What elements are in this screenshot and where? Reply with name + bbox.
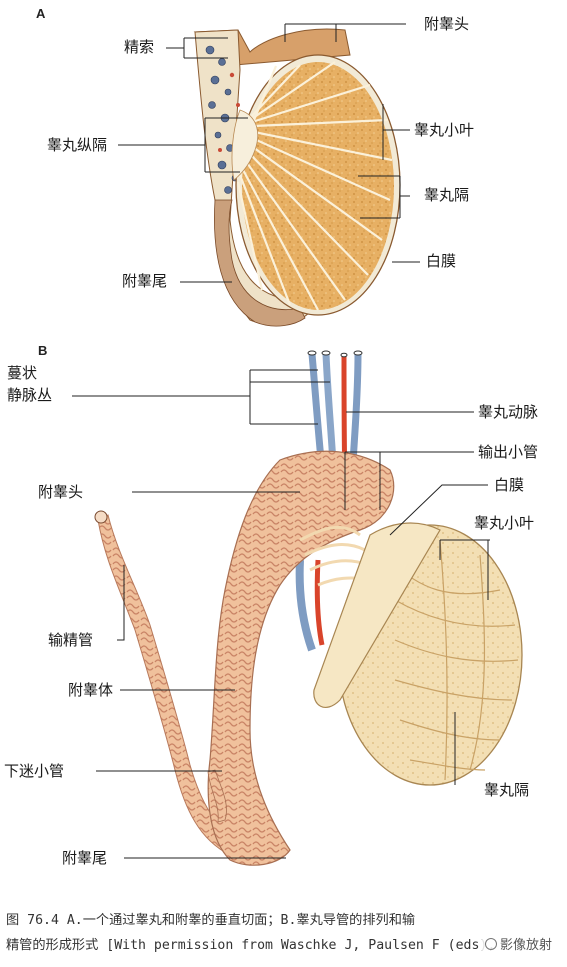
- watermark: 影像放射: [481, 934, 555, 953]
- label-epididymis-head-b: 附睾头: [38, 483, 84, 501]
- panel-a-letter: A: [36, 6, 46, 21]
- label-vas-deferens: 输精管: [48, 631, 94, 649]
- label-septa-b: 睾丸隔: [484, 781, 530, 799]
- label-lobules-a: 睾丸小叶: [414, 121, 475, 139]
- label-pampiniform-1: 蔓状: [7, 364, 38, 382]
- label-tunica-a: 白膜: [426, 252, 457, 270]
- label-epididymis-tail-a: 附睾尾: [122, 272, 168, 290]
- label-epididymis-body: 附睾体: [68, 681, 114, 699]
- caption-line-1: 图 76.4 A.一个通过睾丸和附睾的垂直切面；B.睾丸导管的排列和输: [6, 913, 416, 928]
- label-testicular-artery: 睾丸动脉: [478, 403, 539, 421]
- label-septa-a: 睾丸隔: [424, 186, 470, 204]
- leaders-b: [72, 369, 490, 859]
- epididymis-b: [207, 450, 395, 866]
- mediastinum-a: [231, 109, 259, 181]
- ductulus-aberrans-b: [207, 769, 227, 823]
- vas-lumen: [94, 510, 108, 524]
- label-ductulus-aberrans: 下迷小管: [4, 762, 65, 780]
- septa-a: [236, 61, 393, 311]
- panel-b-letter: B: [38, 343, 48, 358]
- figure-caption: 图 76.4 A.一个通过睾丸和附睾的垂直切面；B.睾丸导管的排列和输 精管的形…: [6, 908, 562, 958]
- watermark-text: 影像放射: [499, 938, 552, 953]
- watermark-logo-icon: [484, 938, 497, 950]
- cord-arteries: [218, 72, 240, 152]
- label-lobules-b: 睾丸小叶: [474, 514, 535, 532]
- caption-line-2: 精管的形成形式 [With permission from Waschke J,…: [6, 938, 496, 953]
- label-efferent-ductules: 输出小管: [478, 443, 539, 461]
- panel-a-illustration: [193, 28, 401, 327]
- label-pampiniform-2: 静脉丛: [7, 386, 53, 404]
- label-spermatic-cord: 精索: [124, 38, 155, 56]
- label-tunica-b: 白膜: [494, 476, 525, 494]
- leaders-a: [118, 23, 420, 283]
- tunica-albuginea-b: [313, 522, 441, 708]
- label-epididymis-tail-b: 附睾尾: [62, 849, 108, 867]
- label-mediastinum: 睾丸纵隔: [47, 136, 108, 154]
- lobule-lines-b: [389, 539, 519, 781]
- label-epididymis-head-a: 附睾头: [424, 15, 470, 33]
